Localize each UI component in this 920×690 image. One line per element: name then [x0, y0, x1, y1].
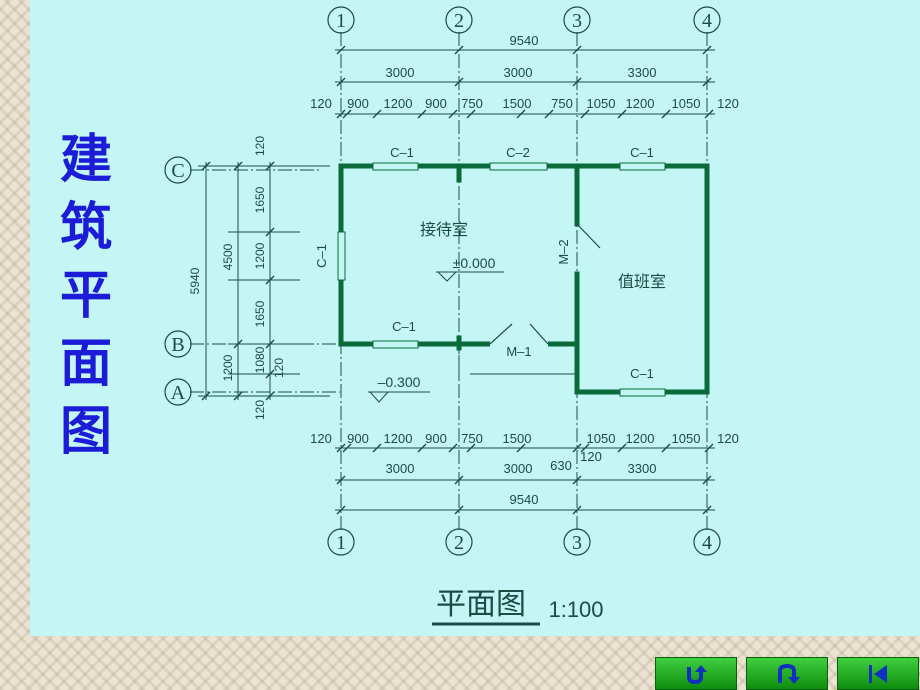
axis-label-bottom: 1	[336, 532, 346, 554]
axis-label-bottom: 3	[572, 532, 582, 554]
dimension-label: 3300	[628, 461, 657, 476]
slide-panel	[30, 0, 920, 636]
dimension-label: 1050	[587, 431, 616, 446]
dimension-label: 1200	[384, 431, 413, 446]
axis-label-bottom: 4	[702, 532, 712, 554]
dimension-label: 1650	[253, 300, 267, 327]
door-label: M–1	[506, 344, 531, 359]
outside-level: –0.300	[378, 374, 421, 390]
dimension-label: 900	[425, 431, 447, 446]
room-name-duty: 值班室	[618, 272, 666, 291]
drawing-scale: 1:100	[548, 597, 603, 622]
dimension-label: 1650	[253, 186, 267, 213]
dimension-label: 3000	[386, 65, 415, 80]
window-label: C–1	[630, 366, 654, 381]
axis-label-top: 4	[702, 10, 712, 32]
skip-to-start-icon	[869, 664, 887, 683]
dimension-label: 120	[253, 400, 267, 420]
dimension-label: 120	[717, 431, 739, 446]
dimension-label: 1200	[626, 96, 655, 111]
dimension-label: 120	[717, 96, 739, 111]
dimension-label: 750	[551, 96, 573, 111]
dimension-label: 750	[461, 431, 483, 446]
axis-label-top: 1	[336, 10, 346, 32]
room-name-reception: 接待室	[420, 220, 468, 239]
back-button[interactable]	[746, 657, 828, 690]
door-label: M–2	[556, 239, 571, 264]
u-turn-icon	[778, 663, 800, 684]
dimension-label: 1200	[221, 354, 235, 381]
dimension-label: 4500	[221, 243, 235, 270]
return-button[interactable]	[655, 657, 737, 690]
window-label: C–2	[506, 145, 530, 160]
dimension-label: 120	[253, 136, 267, 156]
navigation-bar	[655, 657, 920, 690]
axis-label-top: 3	[572, 10, 582, 32]
dimension-label: 120	[310, 431, 332, 446]
dimension-label: 750	[461, 96, 483, 111]
dimension-label: 630	[550, 458, 572, 473]
dimension-label: 1050	[672, 96, 701, 111]
dimension-label: 1500	[503, 96, 532, 111]
dimension-label: 3000	[386, 461, 415, 476]
dimension-label: 900	[347, 431, 369, 446]
dimension-label: 5940	[188, 267, 202, 294]
window-label: C–1	[630, 145, 654, 160]
axis-label-bottom: 2	[454, 532, 464, 554]
dimension-label: 900	[347, 96, 369, 111]
dimension-label: 1200	[253, 242, 267, 269]
dimension-label: 3300	[628, 65, 657, 80]
dimension-label: 1200	[626, 431, 655, 446]
dimension-label: 1500	[503, 431, 532, 446]
drawing-caption: 平面图	[436, 587, 526, 622]
dimension-label: 1200	[384, 96, 413, 111]
axis-label-left: B	[171, 334, 184, 356]
axis-label-left: A	[171, 382, 186, 404]
dimension-label: 9540	[510, 492, 539, 507]
dimension-label: 3000	[504, 461, 533, 476]
dimension-label: 3000	[504, 65, 533, 80]
dimension-label: 1050	[587, 96, 616, 111]
dimension-label: 900	[425, 96, 447, 111]
dimension-label: 9540	[510, 33, 539, 48]
window-label: C–1	[314, 244, 329, 268]
window-label: C–1	[390, 145, 414, 160]
dimension-label: 120	[580, 449, 602, 464]
axis-label-top: 2	[454, 10, 464, 32]
first-page-button[interactable]	[837, 657, 919, 690]
return-icon	[687, 664, 707, 684]
axis-label-left: C	[171, 160, 184, 182]
floor-level: ±0.000	[453, 255, 496, 271]
slide-title: 建 筑 平 面 图	[59, 130, 112, 462]
window-label: C–1	[392, 319, 416, 334]
dimension-label: 120	[310, 96, 332, 111]
dimension-label: 1050	[672, 431, 701, 446]
dimension-label: 1080	[253, 346, 267, 373]
dimension-label: 120	[272, 358, 286, 378]
